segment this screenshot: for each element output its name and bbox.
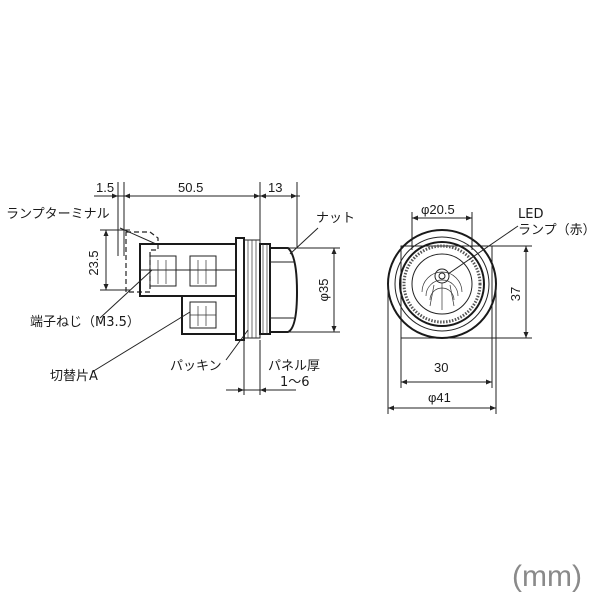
terminal-block-2 (189, 255, 217, 287)
unit-label: (mm) (512, 560, 582, 593)
leader-led (447, 225, 519, 275)
lamp-terminal-outline (125, 231, 159, 293)
dim-13: 13 (268, 180, 282, 195)
ring-2 (394, 236, 490, 332)
label-packing: パッキン (170, 359, 222, 374)
arrow (254, 193, 260, 199)
leader-switch-piece (91, 311, 191, 373)
label-nut: ナット (316, 211, 355, 226)
lamp-terminal-lead (119, 227, 157, 245)
arrow (103, 230, 109, 236)
terminal-block-1 (149, 255, 177, 287)
lens-cap (269, 247, 299, 333)
inner-lens (411, 253, 473, 315)
label-switch-piece: 切替片A (50, 369, 98, 384)
label-led: LED (518, 207, 543, 222)
mount-flange (235, 237, 245, 341)
leader-terminal-screw (99, 269, 153, 319)
label-lamp-red: ランプ（赤） (518, 223, 596, 238)
dim-phi35: φ35 (316, 279, 331, 302)
dim-50-5: 50.5 (178, 180, 203, 195)
arrow (103, 284, 109, 290)
dim-37: 37 (508, 287, 523, 301)
dim-23-5: 23.5 (86, 250, 101, 275)
front-view: φ20.5 37 30 φ41 (387, 202, 532, 414)
side-view: 1.5 50.5 13 23.5 (86, 180, 340, 395)
dim-30: 30 (434, 360, 448, 375)
label-panel-range: 1～6 (280, 375, 310, 390)
arrow (124, 193, 130, 199)
nut (259, 243, 271, 335)
knurl-ring (402, 244, 482, 324)
dim-phi20-5: φ20.5 (421, 202, 455, 217)
arrow (291, 193, 297, 199)
arrow (112, 193, 118, 199)
arrow (260, 193, 266, 199)
leader-packing (225, 329, 249, 361)
label-panel-thickness: パネル厚 (268, 359, 320, 374)
dim-1-5: 1.5 (96, 180, 114, 195)
label-terminal-screw: 端子ねじ（M3.5） (30, 315, 140, 330)
leader-nut (289, 227, 319, 255)
dim-phi41: φ41 (428, 390, 451, 405)
label-lamp-terminal: ランプターミナル (6, 207, 110, 222)
ring-3 (399, 241, 485, 327)
